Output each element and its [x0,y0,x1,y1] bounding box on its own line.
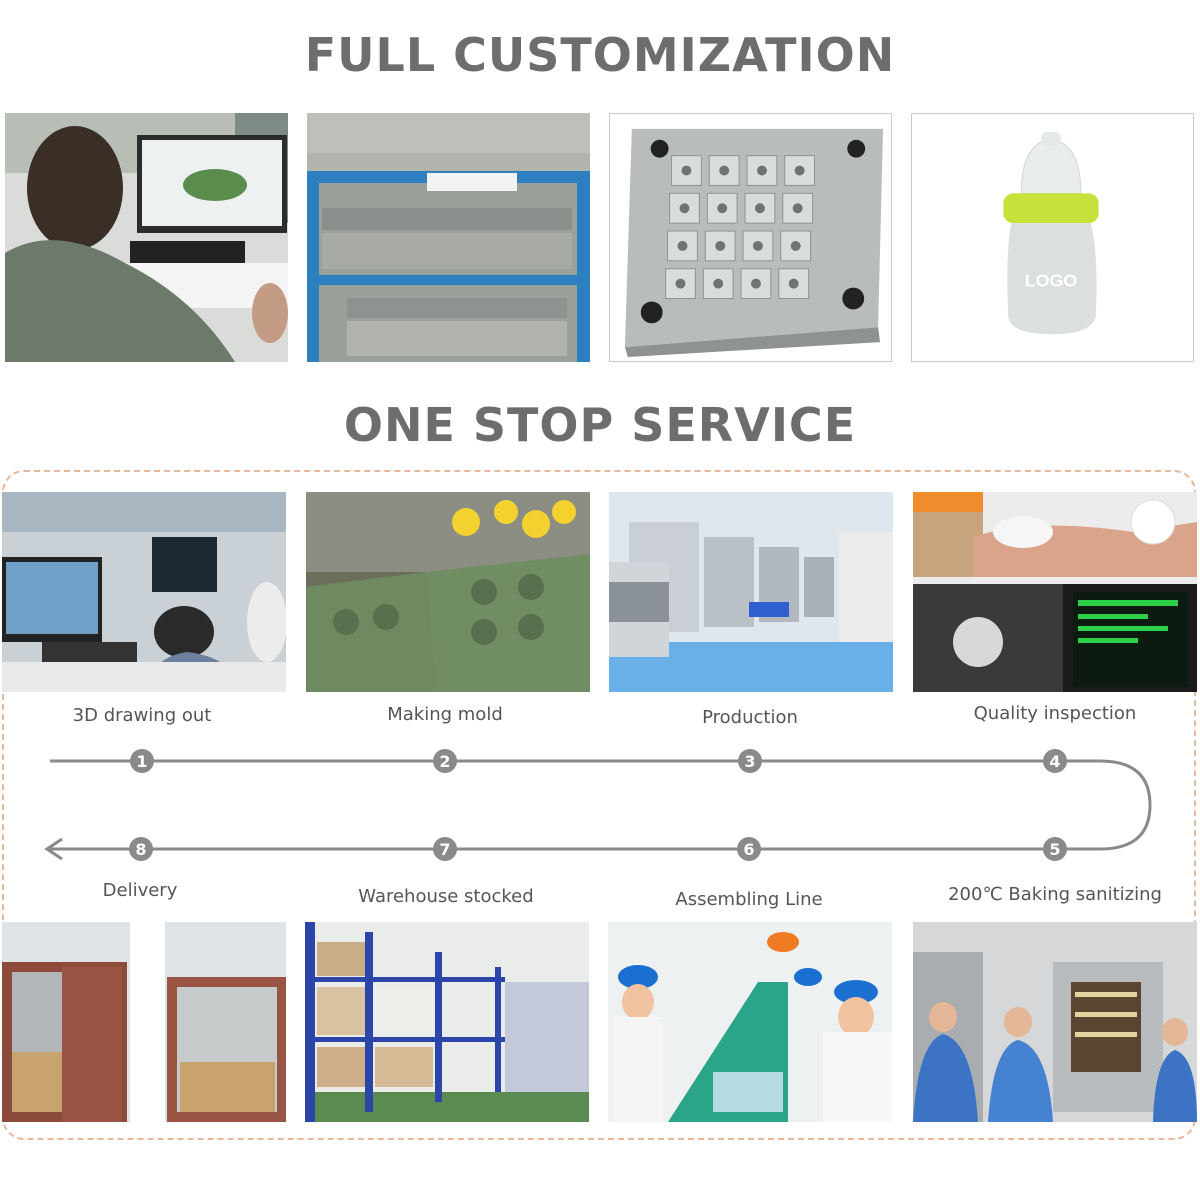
mold-cavity-hole [677,240,688,251]
step-6-number: 6 [743,840,754,859]
baby-bottle-logo-photo: LOGO [911,113,1194,362]
process-flow-line: 1 2 3 4 5 6 7 8 [44,749,1152,861]
step-2-caption: Making mold [387,704,503,725]
step-2-number: 2 [439,752,450,771]
mold-cavity [784,155,816,186]
step-6-marker [737,837,761,861]
step-1-caption: 3D drawing out [72,705,212,726]
step-8-caption: Delivery [102,880,178,901]
assembling-line-photo [608,922,892,1122]
mold-cavity-hole [788,278,799,289]
warehouse-photo [305,922,589,1122]
baking-sanitizing-photo [913,922,1197,1122]
step-8-number: 8 [135,840,146,859]
step-8-marker [129,837,153,861]
mold-cavity-hole [715,240,726,251]
designer-at-computer-photo [5,113,288,362]
step-4-number: 4 [1049,752,1060,771]
mold-cavity-hole [679,203,690,214]
step-7-caption: Warehouse stocked [358,886,534,907]
steel-mold-photo [609,113,892,362]
mold-cavity-hole [681,165,692,176]
step-5-caption: 200℃ Baking sanitizing [948,884,1162,905]
service-flow-frame [2,470,1196,1140]
mold-cavity-hole [717,203,728,214]
mold-cavity-hole [750,278,761,289]
mold-cavity-hole [713,278,724,289]
design-office-photo [2,492,286,692]
mold-making-photo [306,492,590,692]
mold-cavity-hole [719,165,730,176]
quality-inspection-photo [913,492,1197,692]
step-4-marker [1043,749,1067,773]
mold-cavity-hole [792,203,803,214]
mold-cavity-hole [790,240,801,251]
step-1-number: 1 [136,752,147,771]
mold-cavity [667,230,698,262]
step-2-marker [433,749,457,773]
step-5-marker [1043,837,1067,861]
production-line-photo [609,492,893,692]
step-6-caption: Assembling Line [675,889,823,910]
step-1-marker [130,749,154,773]
step-3-caption: Production [702,707,798,728]
mold-cavity-hole [794,165,805,176]
mold-rack-photo [307,113,590,362]
step-3-number: 3 [744,752,755,771]
step-5-number: 5 [1049,840,1060,859]
mold-cavity-hole [756,165,767,176]
mold-cavity [665,268,696,300]
one-stop-service-title: ONE STOP SERVICE [343,398,857,452]
step-4-caption: Quality inspection [973,703,1137,724]
step-7-marker [433,837,457,861]
delivery-containers-photo [2,922,286,1122]
step-7-number: 7 [439,840,450,859]
mold-cavity-hole [675,278,686,289]
mold-cavity-hole [754,203,765,214]
mold-cavity-hole [752,240,763,251]
full-customization-title: FULL CUSTOMIZATION [304,28,896,82]
step-3-marker [738,749,762,773]
bottle-logo-text: LOGO [1025,271,1078,291]
